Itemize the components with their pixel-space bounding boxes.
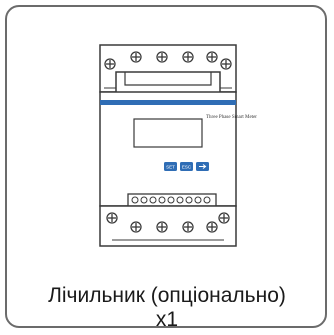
bottom-screw-terminals xyxy=(106,212,230,233)
arrow-button[interactable] xyxy=(196,162,209,171)
brand-band xyxy=(100,100,236,105)
screw-icon xyxy=(130,221,142,233)
screw-icon xyxy=(206,51,218,63)
screw-icon xyxy=(182,221,194,233)
screw-icon xyxy=(182,51,194,63)
screw-icon xyxy=(156,51,168,63)
set-button[interactable]: SET xyxy=(164,162,177,171)
product-quantity: x1 xyxy=(155,308,179,331)
meter-body: Three Phase Smart Meter SET ESC xyxy=(99,91,257,207)
screw-icon xyxy=(130,51,142,63)
lcd-display xyxy=(133,118,203,148)
top-screw-terminals xyxy=(104,51,232,70)
screw-icon xyxy=(106,212,118,224)
meter-top-block xyxy=(99,44,237,93)
screw-icon xyxy=(206,221,218,233)
esc-button[interactable]: ESC xyxy=(180,162,193,171)
esc-button-label: ESC xyxy=(182,165,192,170)
meter-bottom-block xyxy=(99,205,237,247)
arrow-right-icon xyxy=(199,164,207,169)
product-caption: Лічильник (опціонально) xyxy=(48,284,286,307)
screw-icon xyxy=(104,58,116,70)
terminal-strip xyxy=(127,193,217,207)
device-label: Three Phase Smart Meter xyxy=(206,115,257,120)
screw-icon xyxy=(156,221,168,233)
screw-icon xyxy=(220,58,232,70)
set-button-label: SET xyxy=(166,165,175,170)
screw-icon xyxy=(218,212,230,224)
